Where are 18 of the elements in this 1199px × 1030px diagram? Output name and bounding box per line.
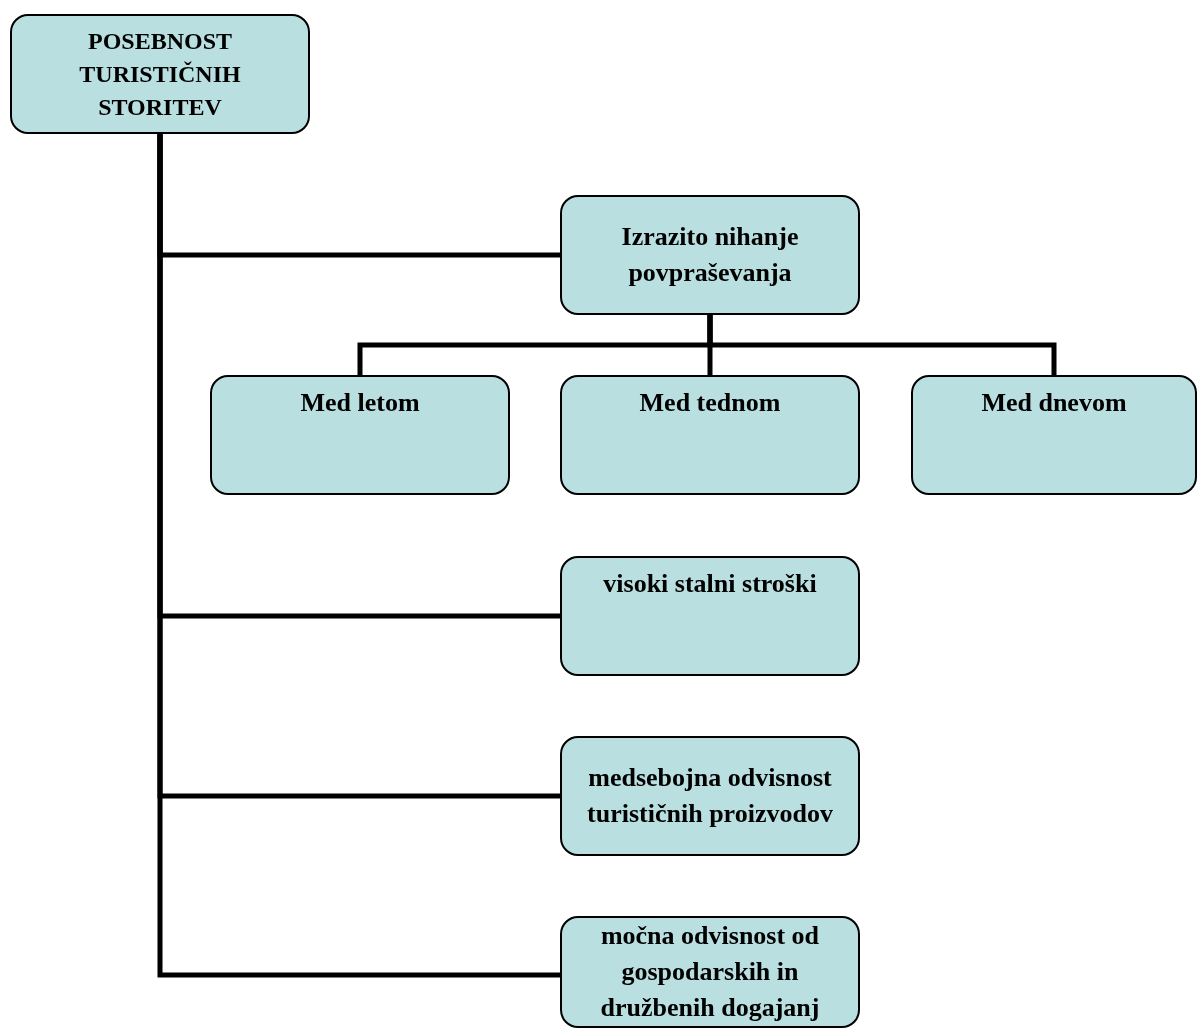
box-label: močna odvisnost od gospodarskih in družbenih dogajanj [599, 920, 821, 1024]
rounded-box [10, 14, 310, 134]
box-label: Izrazito nihanje povpraševanja [620, 221, 800, 289]
box-label: Med letom [300, 387, 420, 419]
rounded-box [911, 375, 1197, 495]
box-label: Med dnevom [981, 387, 1127, 419]
rounded-box [210, 375, 510, 495]
box-label: Med tednom [639, 387, 781, 419]
rounded-box [560, 556, 860, 676]
rounded-box [560, 916, 860, 1028]
rounded-box [560, 375, 860, 495]
box-label: medsebojna odvisnost turističnih proizvodov [586, 762, 834, 830]
box-label: POSEBNOST TURISTIČNIH STORITEV [78, 26, 242, 122]
connector-line [707, 315, 1057, 375]
rounded-box [560, 195, 860, 315]
box-label: visoki stalni stroški [603, 568, 817, 600]
connector-line [157, 134, 560, 978]
rounded-box [560, 736, 860, 856]
